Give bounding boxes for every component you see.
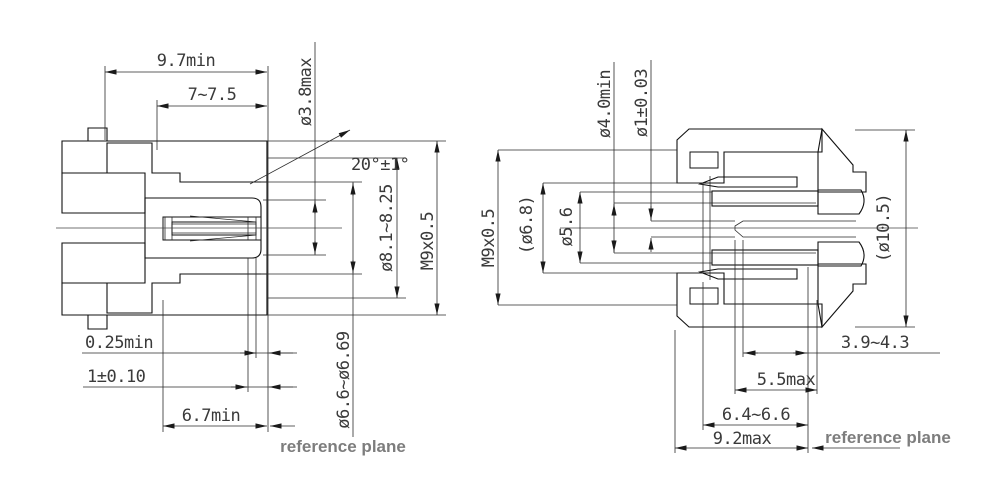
right-washer-top [697,176,798,188]
dim-label-6-4-6-6: 6.4~6.6 [722,405,790,425]
dim-label-dia-10-5: (ø10.5) [874,194,894,262]
dim-label-0-25min: 0.25min [85,333,153,353]
dim-label-6-7min: 6.7min [182,406,240,426]
left-outer-shell-bottom [61,273,268,316]
dim-label-dia-3-8max: ø3.8max [296,58,316,126]
left-shell-step-top [87,127,108,142]
right-shell-notch-bottom [689,287,719,305]
right-shell-chamfer-top [817,127,867,193]
left-outer-shell-top [61,140,268,183]
dim-label-thread-left: M9x0.5 [418,212,438,270]
dim-label-1-0-10: 1±0.10 [87,367,146,387]
right-center-pin [734,220,856,238]
right-shell-notch-top [689,151,719,169]
dim-label-dia-6-8: (ø6.8) [517,196,537,254]
dim-label-angle-20: 20°±1° [351,155,409,175]
right-outer-shell-bottom [676,272,823,328]
left-extension-lines [104,66,446,432]
right-washer-bottom [697,268,798,280]
left-insulator-top [61,172,146,214]
dim-label-5-5max: 5.5max [757,370,816,390]
left-socket-contact [144,197,262,259]
left-dimension-lines [82,42,440,437]
left-section-view: 9.7min 7~7.5 ø3.8max 20°±1° ø8.1~8.25 M9… [56,42,446,456]
left-insulator-bottom [61,242,146,284]
right-section-view: M9x0.5 (ø6.8) ø5.6 ø4.0min ø1±0.03 (ø10.… [479,60,951,453]
dim-label-9-2max: 9.2max [713,429,772,449]
right-dimension-lines [495,60,940,451]
reference-plane-label-left: reference plane [280,437,406,456]
right-shell-chamfer-bottom [817,263,867,329]
right-insulator-bottom [711,249,819,266]
reference-plane-label-right: reference plane [825,428,951,447]
dim-label-dia-4-0min: ø4.0min [595,70,615,138]
dim-label-3-9-4-3: 3.9~4.3 [841,333,909,353]
dim-label-dia-8-1: ø8.1~8.25 [377,184,397,272]
right-insulator-top [711,190,819,207]
dim-label-7-7-5: 7~7.5 [188,85,237,105]
dim-label-dia-6-6: ø6.6~ø6.69 [334,331,354,429]
dim-label-dia-1: ø1±0.03 [632,69,652,137]
left-shell-step-bottom [87,314,108,330]
dim-label-9-7min: 9.7min [157,51,215,71]
right-outer-shell-top [676,128,823,184]
right-knurl-top [817,189,865,215]
dim-label-thread-right: M9x0.5 [479,209,499,267]
dim-label-dia-5-6: ø5.6 [557,207,577,246]
right-knurl-bottom [817,241,865,267]
right-extension-lines [498,129,915,453]
